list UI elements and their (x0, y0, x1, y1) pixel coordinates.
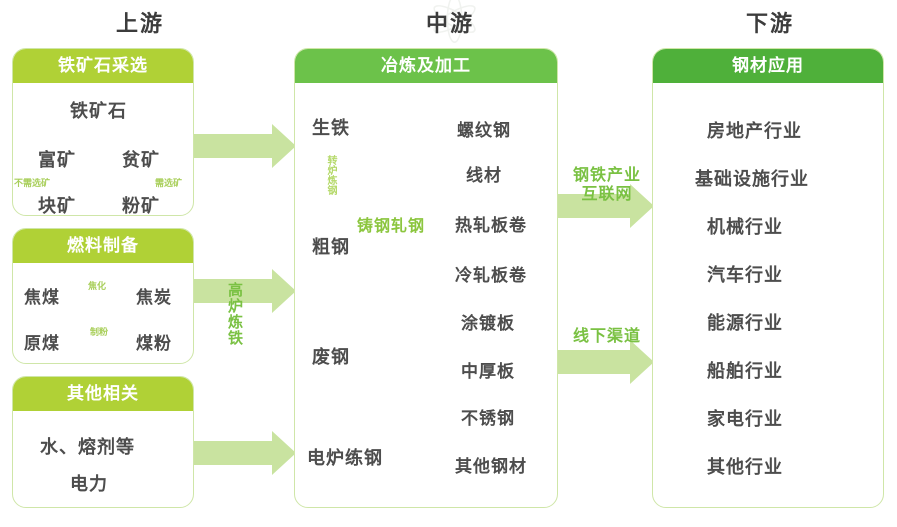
node-fine-ore: 粉矿 (122, 196, 160, 216)
product-item-3: 冷轧板卷 (455, 266, 527, 285)
industry-item-5: 船舶行业 (707, 361, 783, 381)
product-item-4: 涂镀板 (461, 314, 515, 333)
node-eaf-steel: 电炉练钢 (307, 448, 383, 468)
industry-item-1: 基础设施行业 (695, 169, 809, 189)
label-steel-industry-internet-line2: 互联网 (581, 186, 633, 203)
node-scrap-steel: 废钢 (312, 347, 350, 367)
panel-body-steel-application (653, 83, 883, 507)
node-iron-ore: 铁矿石 (70, 101, 127, 121)
label-needs-beneficiation: 需选矿 (155, 178, 183, 188)
label-pulverizing: 制粉 (90, 327, 109, 337)
panel-header-smelting-processing: 冶炼及加工 (295, 49, 557, 83)
panel-iron-ore-mining: 铁矿石采选 (12, 48, 194, 216)
industry-item-2: 机械行业 (707, 217, 783, 237)
panel-fuel-preparation: 燃料制备 (12, 228, 194, 364)
label-coking: 焦化 (88, 281, 107, 291)
panel-header-other-related: 其他相关 (13, 377, 193, 411)
industry-item-6: 家电行业 (707, 409, 783, 429)
node-raw-coal: 原煤 (24, 334, 60, 353)
industry-item-0: 房地产行业 (707, 121, 802, 141)
node-pig-iron: 生铁 (312, 118, 350, 138)
product-item-5: 中厚板 (461, 362, 515, 381)
label-offline-channel: 线下渠道 (572, 328, 641, 345)
panel-smelting-processing: 冶炼及加工 (294, 48, 558, 508)
label-cast-roll-steel: 铸钢轧钢 (357, 218, 426, 235)
node-coke: 焦炭 (136, 288, 172, 307)
column-title-upstream: 上游 (115, 11, 164, 36)
node-coal-powder: 煤粉 (136, 334, 172, 353)
label-converter-steelmaking: 转炉炼钢 (325, 155, 336, 195)
product-item-0: 螺纹钢 (457, 121, 511, 140)
column-title-midstream: 中游 (425, 11, 474, 36)
label-no-beneficiation: 不需选矿 (14, 178, 51, 188)
node-rich-ore: 富矿 (38, 150, 76, 170)
product-item-1: 线材 (466, 166, 502, 185)
node-water-flux: 水、熔剂等 (40, 437, 135, 457)
industry-item-3: 汽车行业 (707, 265, 783, 285)
node-lean-ore: 贫矿 (122, 150, 160, 170)
label-blast-furnace-ironmaking: 高炉炼铁 (226, 282, 243, 346)
panel-steel-application: 钢材应用 (652, 48, 884, 508)
product-item-6: 不锈钢 (461, 409, 515, 428)
node-electricity: 电力 (70, 474, 108, 494)
panel-header-fuel-preparation: 燃料制备 (13, 229, 193, 263)
label-steel-industry-internet-line1: 钢铁产业 (572, 167, 641, 184)
panel-header-iron-ore-mining: 铁矿石采选 (13, 49, 193, 83)
node-crude-steel: 粗钢 (312, 237, 350, 257)
node-coking-coal: 焦煤 (24, 288, 60, 307)
product-item-7: 其他钢材 (455, 457, 527, 476)
panel-header-steel-application: 钢材应用 (653, 49, 883, 83)
node-lump-ore: 块矿 (38, 196, 76, 216)
product-item-2: 热轧板卷 (455, 216, 527, 235)
industry-item-4: 能源行业 (707, 313, 783, 333)
industry-item-7: 其他行业 (707, 457, 783, 477)
column-title-downstream: 下游 (745, 11, 794, 36)
